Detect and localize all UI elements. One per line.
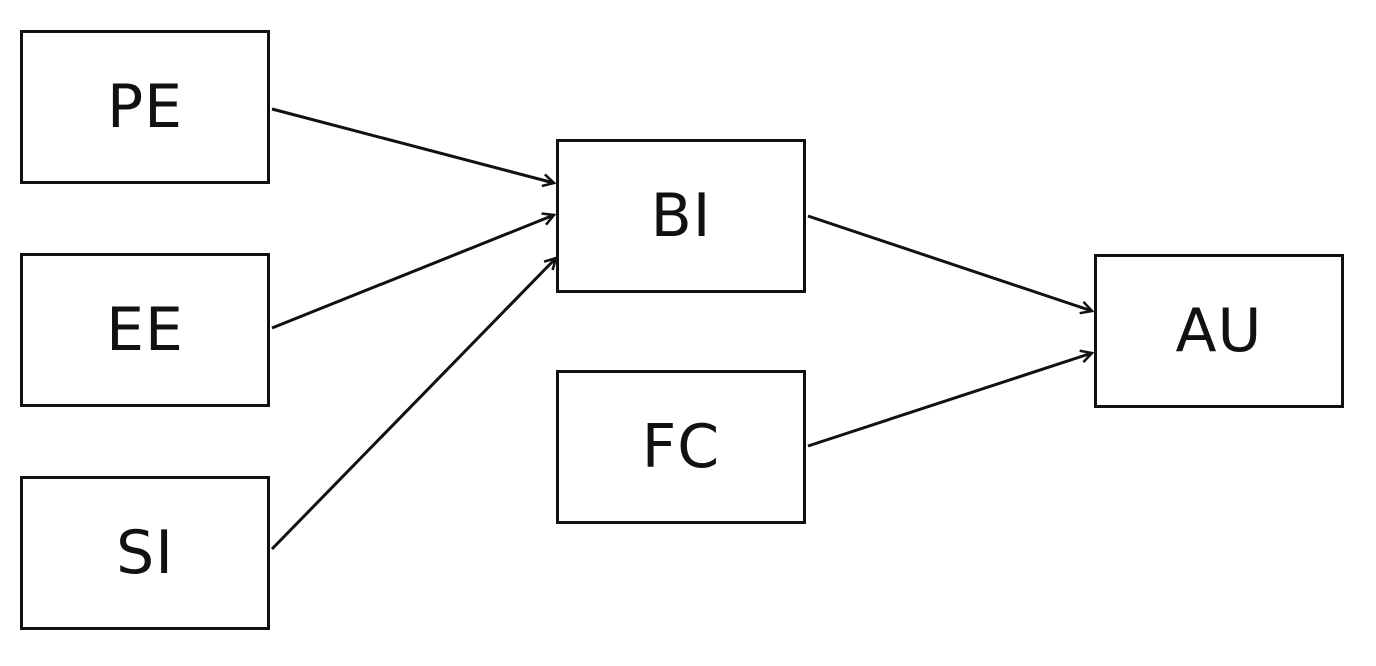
node-pe-label: PE (106, 72, 184, 142)
edge-ee-to-bi (271, 215, 554, 330)
node-si-label: SI (116, 518, 174, 588)
node-pe: PE (20, 30, 270, 184)
node-ee: EE (20, 253, 270, 407)
node-ee-label: EE (106, 295, 184, 365)
node-fc-label: FC (641, 412, 721, 482)
node-au: AU (1094, 254, 1344, 408)
node-bi-label: BI (650, 181, 712, 251)
edge-bi-to-au (807, 214, 1092, 311)
edge-pe-to-bi (271, 107, 554, 183)
edge-si-to-bi (270, 258, 556, 551)
node-bi: BI (556, 139, 806, 293)
node-fc: FC (556, 370, 806, 524)
node-si: SI (20, 476, 270, 630)
edge-fc-to-au (807, 353, 1092, 448)
node-au-label: AU (1175, 296, 1263, 366)
